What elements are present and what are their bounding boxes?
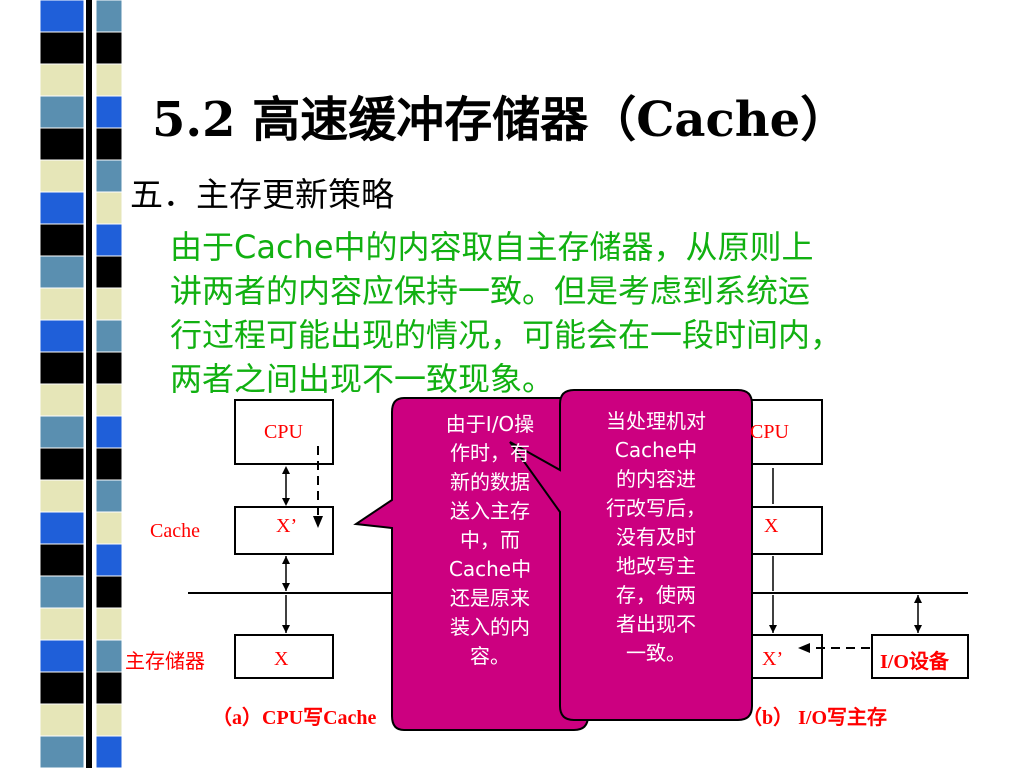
io-note-line-7: 还是原来 (450, 586, 530, 610)
stripe-segment (95, 415, 123, 449)
stripe-segment (95, 607, 123, 641)
stripe-segment (39, 511, 85, 545)
stripe-segment (39, 159, 85, 193)
stripe-segment (39, 191, 85, 225)
stripe-segment (39, 255, 85, 289)
stripe-segment (95, 543, 123, 577)
left-caption: （a）CPU写Cache (212, 707, 377, 729)
cpu-note-line-6: 地改写主 (616, 554, 696, 578)
stripe-segment (39, 607, 85, 641)
cpu-note-line-8: 者出现不 (616, 612, 696, 636)
right-cache-value: X (764, 515, 779, 537)
right-cpu-label: CPU (750, 421, 789, 443)
stripe-segment (95, 511, 123, 545)
stripe-segment (39, 0, 85, 33)
stripe-segment (39, 671, 85, 705)
stripe-segment (95, 575, 123, 609)
stripe-segment (95, 287, 123, 321)
stripe-segment (39, 223, 85, 257)
paragraph-line-1: 由于Cache中的内容取自主存储器，从原则上 (170, 228, 814, 266)
stripe-segment (95, 127, 123, 161)
stripe-segment (95, 159, 123, 193)
stripe-segment (95, 703, 123, 737)
io-device-label: I/O设备 (880, 651, 949, 673)
io-note-callout: 由于I/O操 作时，有 新的数据 送入主存 中，而 Cache中 还是原来 装入… (398, 410, 582, 671)
section-heading: 五．主存更新策略 (130, 175, 394, 214)
stripe-segment (39, 447, 85, 481)
stripe-segment (95, 0, 123, 33)
io-note-line-8: 装入的内 (450, 615, 530, 639)
io-note-line-6: Cache中 (448, 557, 532, 581)
io-note-line-1: 由于I/O操 (445, 412, 535, 436)
stripe-segment (39, 479, 85, 513)
slide-title: 5.2 高速缓冲存储器（Cache） (152, 92, 849, 148)
io-note-line-5: 中，而 (460, 528, 520, 552)
cpu-note-line-3: 的内容进 (616, 467, 696, 491)
paragraph-line-2: 讲两者的内容应保持一致。但是考虑到系统运 (170, 272, 811, 310)
stripe-segment (95, 735, 123, 768)
right-memory-value: X’ (762, 648, 784, 670)
body-paragraph: 由于Cache中的内容取自主存储器，从原则上 讲两者的内容应保持一致。但是考虑到… (170, 225, 1000, 401)
left-cache-value: X’ (276, 515, 298, 537)
stripe-segment (39, 543, 85, 577)
memory-row-label: 主存储器 (125, 649, 205, 673)
cpu-note-line-1: 当处理机对 (606, 409, 706, 433)
left-memory-value: X (274, 648, 289, 670)
paragraph-line-3: 行过程可能出现的情况，可能会在一段时间内， (170, 316, 843, 354)
cpu-note-line-9: 一致。 (626, 641, 686, 665)
cpu-note-line-5: 没有及时 (616, 525, 696, 549)
io-device-box (871, 634, 969, 679)
cpu-note-callout-shape (509, 389, 753, 721)
stripe-segment (95, 191, 123, 225)
cpu-note-line-2: Cache中 (614, 438, 698, 462)
stripe-segment (95, 255, 123, 289)
left-cache-box (234, 506, 334, 555)
left-memory-box (234, 634, 334, 679)
io-note-line-4: 送入主存 (450, 499, 530, 523)
io-note-line-2: 作时，有 (450, 441, 530, 465)
stripe-segment (39, 351, 85, 385)
stripe-segment (39, 95, 85, 129)
cpu-note-line-4: 行改写后， (606, 496, 706, 520)
cpu-note-callout: 当处理机对 Cache中 的内容进 行改写后， 没有及时 地改写主 存，使两 者… (566, 407, 746, 668)
stripe-segment (95, 351, 123, 385)
right-caption: （b） I/O写主存 (742, 707, 888, 729)
stripe-segment (95, 63, 123, 97)
cpu-note-line-7: 存，使两 (616, 583, 696, 607)
left-cpu-label: CPU (264, 421, 303, 443)
stripe-segment (95, 671, 123, 705)
left-cpu-box (234, 399, 334, 465)
stripe-segment (39, 319, 85, 353)
stripe-segment (95, 319, 123, 353)
stripe-segment (39, 735, 85, 768)
stripe-segment (39, 575, 85, 609)
io-note-line-3: 新的数据 (450, 470, 530, 494)
io-note-line-9: 容。 (470, 644, 510, 668)
stripe-segment (95, 383, 123, 417)
stripe-segment (95, 31, 123, 65)
stripe-segment (39, 415, 85, 449)
cache-row-label: Cache (150, 520, 200, 542)
paragraph-line-4: 两者之间出现不一致现象。 (170, 360, 555, 398)
stripe-segment (39, 383, 85, 417)
stripe-segment (39, 63, 85, 97)
decorative-stripe-bar (0, 0, 134, 768)
